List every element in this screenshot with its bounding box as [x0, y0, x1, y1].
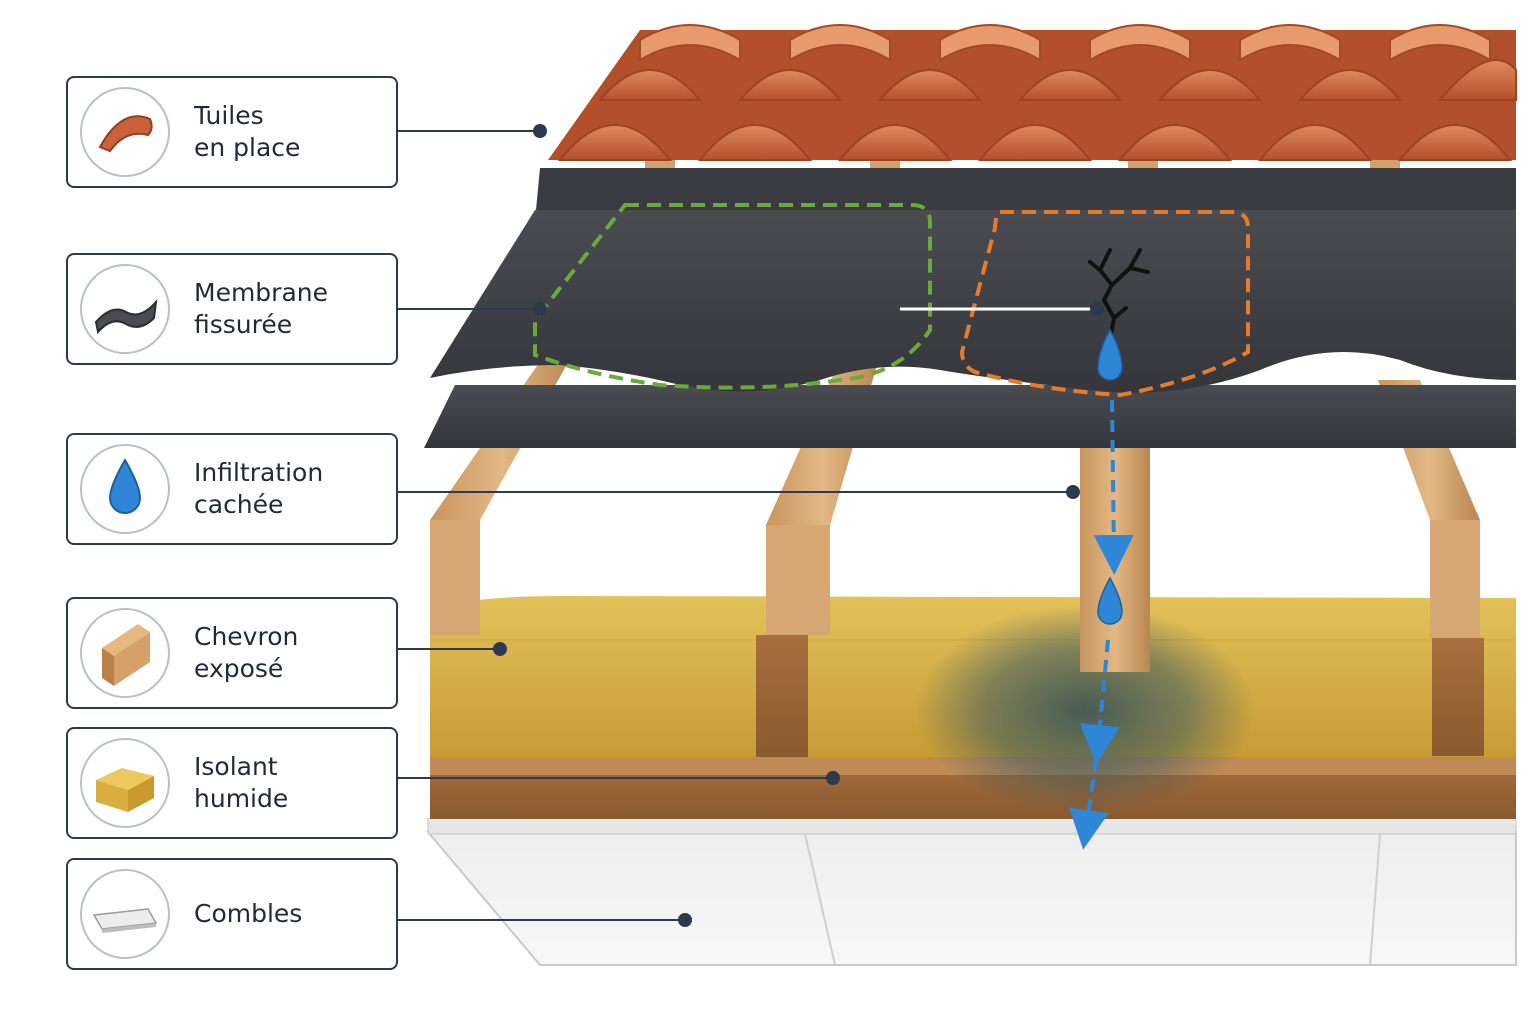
- membrane-crack: [1088, 248, 1150, 342]
- water-drop-icon: [80, 444, 170, 534]
- roof-tiles: [548, 24, 1517, 161]
- ceiling-panel-icon: [80, 869, 170, 959]
- callout-membrane: Membrane fissurée: [66, 253, 398, 365]
- callout-label: Infiltration cachée: [194, 458, 324, 519]
- wood-beam-icon: [80, 608, 170, 698]
- callout-label: Chevron exposé: [194, 622, 299, 683]
- membrane-sheet-icon: [80, 264, 170, 354]
- callout-attic: Combles: [66, 858, 398, 970]
- membrane-sheet: [430, 210, 1516, 393]
- leader-lines: [398, 124, 1104, 927]
- callout-label: Isolant humide: [194, 752, 289, 813]
- ceiling-layer: [425, 817, 1517, 966]
- damage-zone-outline: [959, 210, 1250, 398]
- intact-zone-outline: [533, 203, 932, 390]
- callout-label: Tuiles en place: [194, 101, 301, 162]
- callout-label: Combles: [194, 899, 303, 928]
- insulation-layer: [430, 596, 1516, 815]
- callout-rafter: Chevron exposé: [66, 597, 398, 709]
- callout-insulation: Isolant humide: [66, 727, 398, 839]
- lower-membrane-strip: [424, 168, 1516, 448]
- insulation-block-icon: [80, 738, 170, 828]
- callout-infiltration: Infiltration cachée: [66, 433, 398, 545]
- callout-tiles: Tuiles en place: [66, 76, 398, 188]
- roof-tile-icon: [80, 87, 170, 177]
- water-infiltration-path: [1069, 328, 1134, 850]
- callout-label: Membrane fissurée: [194, 278, 328, 339]
